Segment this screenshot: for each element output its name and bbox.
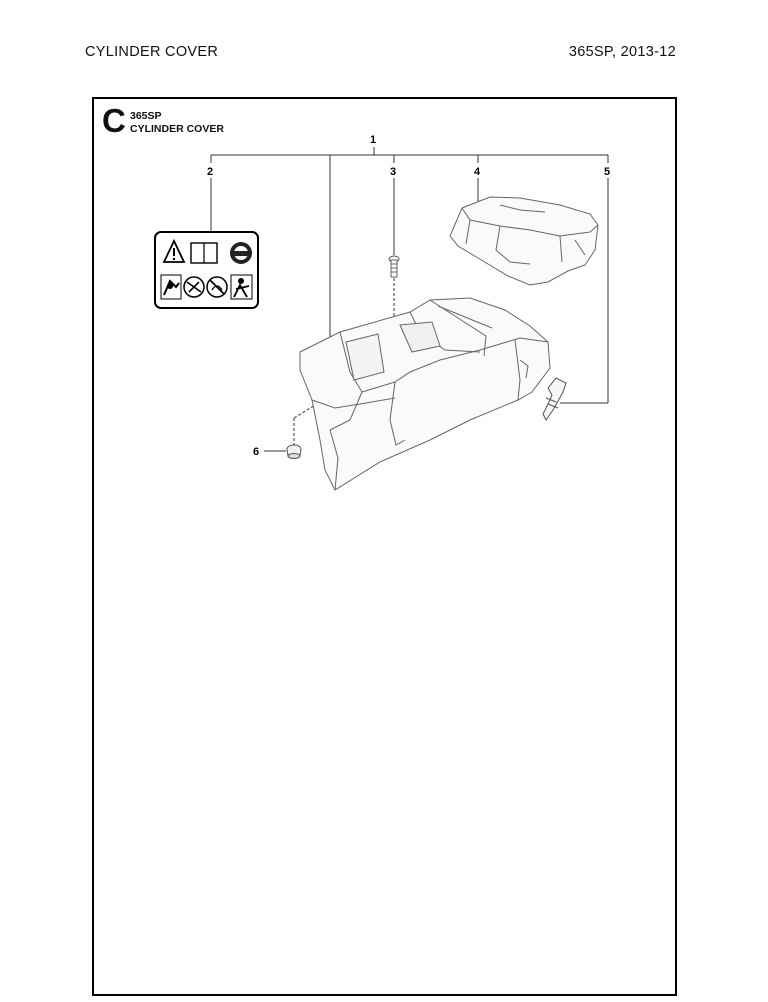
- screw-icon: [388, 255, 400, 278]
- warning-decal-icon: [154, 231, 259, 309]
- diagram-frame: [92, 97, 677, 996]
- cylinder-cover-part-icon: [299, 297, 551, 491]
- callout-4: 4: [474, 166, 481, 178]
- page-header-title: CYLINDER COVER: [85, 44, 219, 60]
- callout-1: 1: [370, 134, 376, 146]
- section-title: CYLINDER COVER: [130, 123, 224, 135]
- callout-6: 6: [253, 446, 259, 458]
- callout-2: 2: [207, 166, 213, 178]
- callout-3: 3: [390, 166, 396, 178]
- clip-part-icon: [542, 377, 567, 421]
- section-letter: C: [102, 102, 126, 139]
- page-header-model-date: 365SP, 2013-12: [568, 44, 676, 60]
- top-cover-part-icon: [449, 196, 599, 286]
- grommet-part-icon: [286, 444, 302, 459]
- section-model: 365SP: [130, 110, 162, 122]
- callout-5: 5: [604, 166, 610, 178]
